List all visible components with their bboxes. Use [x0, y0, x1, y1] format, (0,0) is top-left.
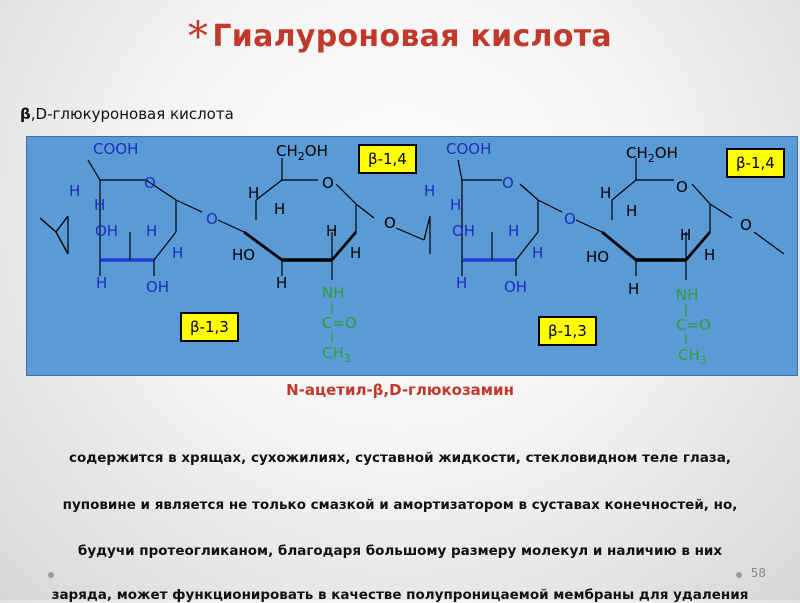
- methyl-group: CH3: [678, 346, 707, 367]
- hyaluronic-acid-structure: COOH O H H OH H H OH H O: [39, 140, 785, 367]
- hydrogen: H: [424, 182, 435, 200]
- glucuronic-acid-label: β,D-глюкуроновая кислота: [20, 105, 234, 123]
- hydrogen: H: [172, 244, 183, 262]
- acetylglucosamine-unit-1: CH2OH O H H H HO H H NH C=O CH3 O: [232, 142, 396, 365]
- ring-oxygen: O: [144, 174, 156, 192]
- body-text-line: содержится в хрящах, сухожилиях, суставн…: [69, 450, 731, 466]
- hydrogen: H: [69, 182, 80, 200]
- hydrogen: H: [508, 222, 519, 240]
- hydrogen: H: [532, 244, 543, 262]
- beta-1-4-label-1: β-1,4: [358, 144, 417, 174]
- ring-oxygen: O: [676, 178, 688, 196]
- glycosidic-oxygen: O: [206, 210, 218, 228]
- hydroxyl-group: OH: [146, 278, 169, 296]
- hydroxyl-group: OH: [452, 222, 475, 240]
- slide-number: 58: [750, 566, 766, 580]
- structure-panel: [26, 136, 798, 376]
- hydrogen: H: [600, 184, 611, 202]
- glycosidic-oxygen: O: [384, 214, 396, 232]
- hydroxyl-group: HO: [586, 248, 609, 266]
- hydrogen: H: [96, 274, 107, 292]
- hydroxyl-group: OH: [95, 222, 118, 240]
- title-text: Гиалуроновая кислота: [212, 19, 612, 54]
- ring-oxygen: O: [502, 174, 514, 192]
- next-slide-dot[interactable]: [736, 572, 742, 578]
- hydrogen: H: [450, 196, 461, 214]
- body-text-line: заряда, может функционировать в качестве…: [51, 587, 749, 603]
- body-text-line: пуповине и является не только смазкой и …: [62, 497, 738, 513]
- hydrogen: H: [146, 222, 157, 240]
- hydrogen: H: [680, 226, 691, 244]
- hydrogen: H: [350, 244, 361, 262]
- hydrogen: H: [248, 184, 259, 202]
- hydrogen: H: [626, 202, 637, 220]
- hydrogen: H: [276, 274, 287, 292]
- amide-nh: NH: [676, 286, 699, 304]
- hydrogen: H: [456, 274, 467, 292]
- beta-1-3-label-2: β-1,3: [538, 316, 597, 346]
- beta-1-4-label-2: β-1,4: [726, 148, 785, 178]
- ch2oh-group: CH2OH: [276, 142, 328, 163]
- body-text-line: будучи протеогликаном, благодаря большом…: [77, 543, 723, 559]
- hydrogen: H: [326, 222, 337, 240]
- glucuronic-unit-2: COOH O H H OH H H OH H O: [423, 140, 576, 296]
- carbonyl-group: C=O: [676, 316, 711, 334]
- title-star: *: [188, 14, 209, 60]
- glycosidic-oxygen: O: [740, 216, 752, 234]
- cooh-group: COOH: [446, 140, 491, 158]
- beta-symbol: β: [20, 105, 31, 123]
- glucuronic-unit-1: COOH O H H OH H H OH H O: [39, 140, 218, 296]
- hydroxyl-group: OH: [504, 278, 527, 296]
- ring-oxygen: O: [322, 174, 334, 192]
- hydrogen: H: [274, 200, 285, 218]
- amide-nh: NH: [322, 284, 345, 302]
- cooh-group: COOH: [93, 140, 138, 158]
- glucuronic-acid-text: ,D-глюкуроновая кислота: [30, 105, 234, 123]
- carbonyl-group: C=O: [322, 314, 357, 332]
- hydrogen: H: [628, 280, 639, 298]
- hydroxyl-group: HO: [232, 246, 255, 264]
- slide-title: *Гиалуроновая кислота: [0, 14, 800, 60]
- hydrogen: H: [704, 246, 715, 264]
- hydrogen: H: [94, 196, 105, 214]
- ch2oh-group: CH2OH: [626, 144, 678, 165]
- acetylglucosamine-unit-2: CH2OH O H H H HO H H NH C=O CH3 O: [586, 144, 785, 367]
- methyl-group: CH3: [322, 344, 351, 365]
- beta-1-3-label-1: β-1,3: [180, 312, 239, 342]
- glycosidic-oxygen: O: [564, 210, 576, 228]
- prev-slide-dot[interactable]: [48, 572, 54, 578]
- acetylglucosamine-caption: N-ацетил-β,D-глюкозамин: [286, 381, 514, 399]
